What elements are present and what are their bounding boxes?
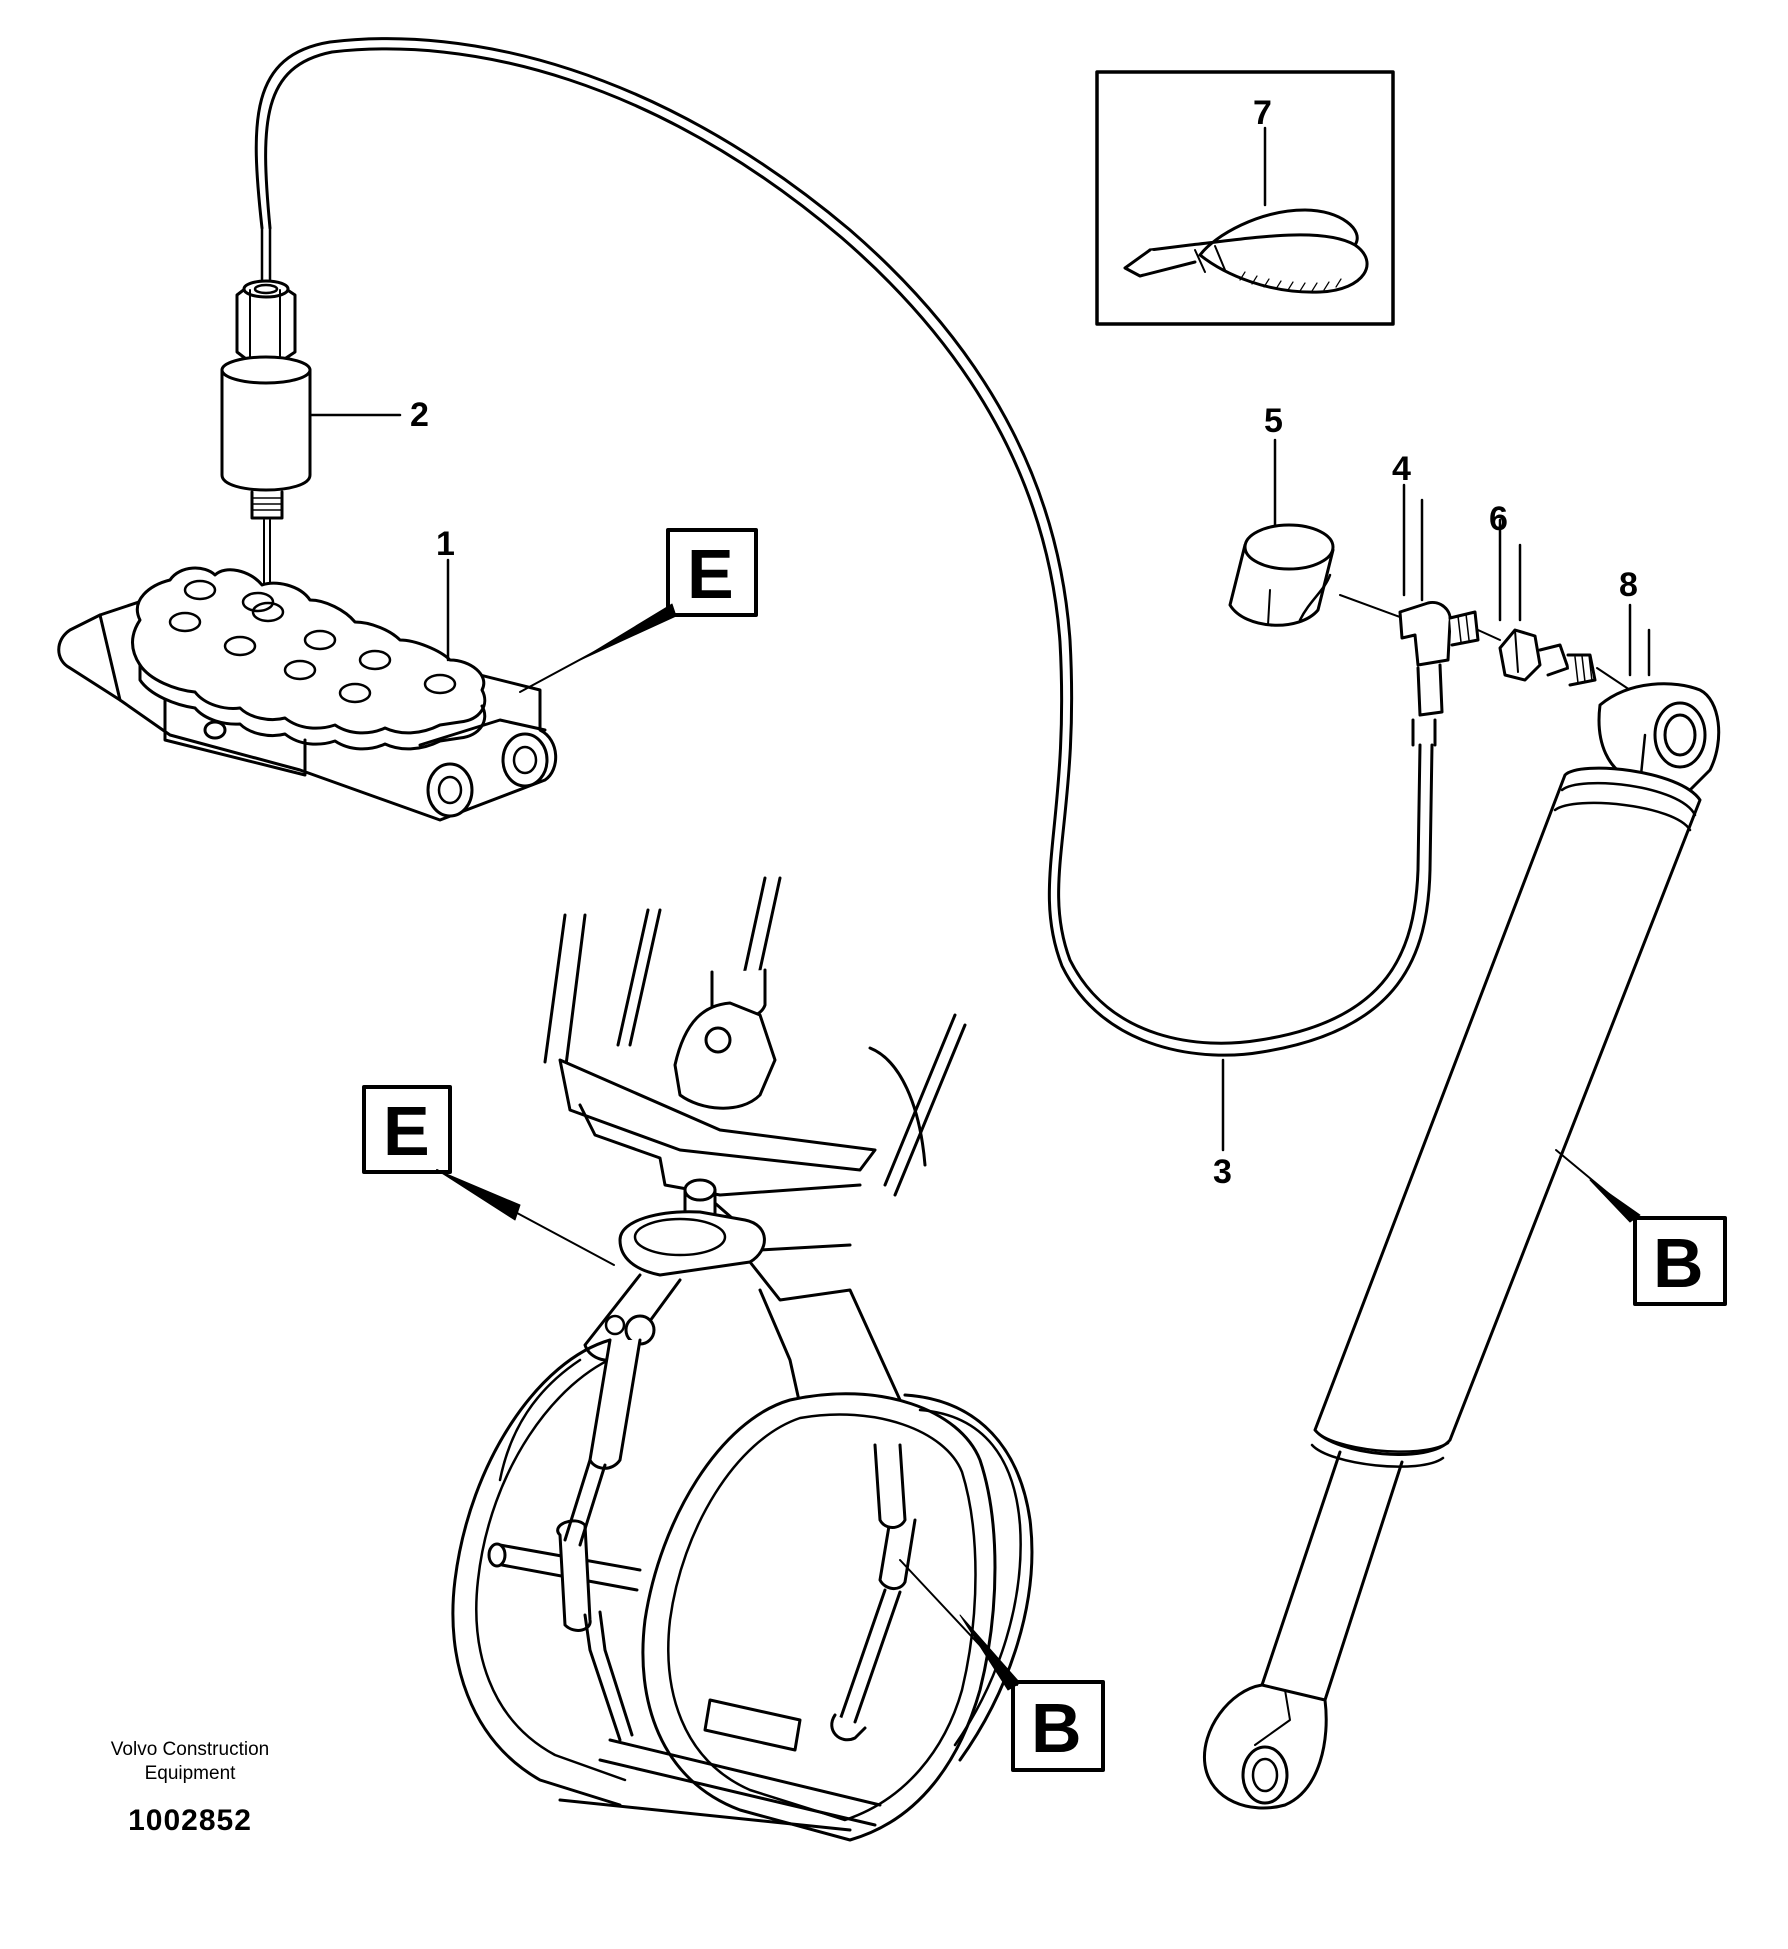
view-label-e-mid: E xyxy=(383,1092,430,1170)
view-label-boxes xyxy=(362,528,1727,1772)
valve-block xyxy=(57,566,558,822)
sleeve xyxy=(1228,523,1335,627)
callout-7: 7 xyxy=(1253,94,1272,132)
publisher-credit: Volvo Construction Equipment 1002852 xyxy=(60,1738,320,1838)
callout-4: 4 xyxy=(1392,450,1411,488)
view-label-e-top: E xyxy=(687,535,734,613)
elbow-fitting xyxy=(1339,498,1480,717)
grapple-assembly xyxy=(451,876,1034,1842)
view-label-b-bottom: B xyxy=(1031,1689,1082,1767)
credit-line-2: Equipment xyxy=(144,1763,236,1784)
callout-3: 3 xyxy=(1213,1153,1232,1191)
callout-1: 1 xyxy=(436,525,455,563)
callout-6: 6 xyxy=(1489,500,1508,538)
view-label-b-right: B xyxy=(1653,1224,1704,1302)
illustration-number: 1002852 xyxy=(128,1804,252,1837)
view-arrows xyxy=(436,603,1641,1691)
callout-8: 8 xyxy=(1619,566,1638,604)
adapter xyxy=(1477,543,1631,691)
callout-2: 2 xyxy=(410,396,429,434)
hose xyxy=(254,37,1437,1057)
hydraulic-cylinder xyxy=(1202,628,1721,1810)
callout-5: 5 xyxy=(1264,402,1283,440)
callout-leaders xyxy=(308,413,1632,1152)
pressure-sensor xyxy=(220,226,312,591)
cable-tie-box xyxy=(1095,70,1395,326)
credit-line-1: Volvo Construction xyxy=(110,1739,270,1760)
